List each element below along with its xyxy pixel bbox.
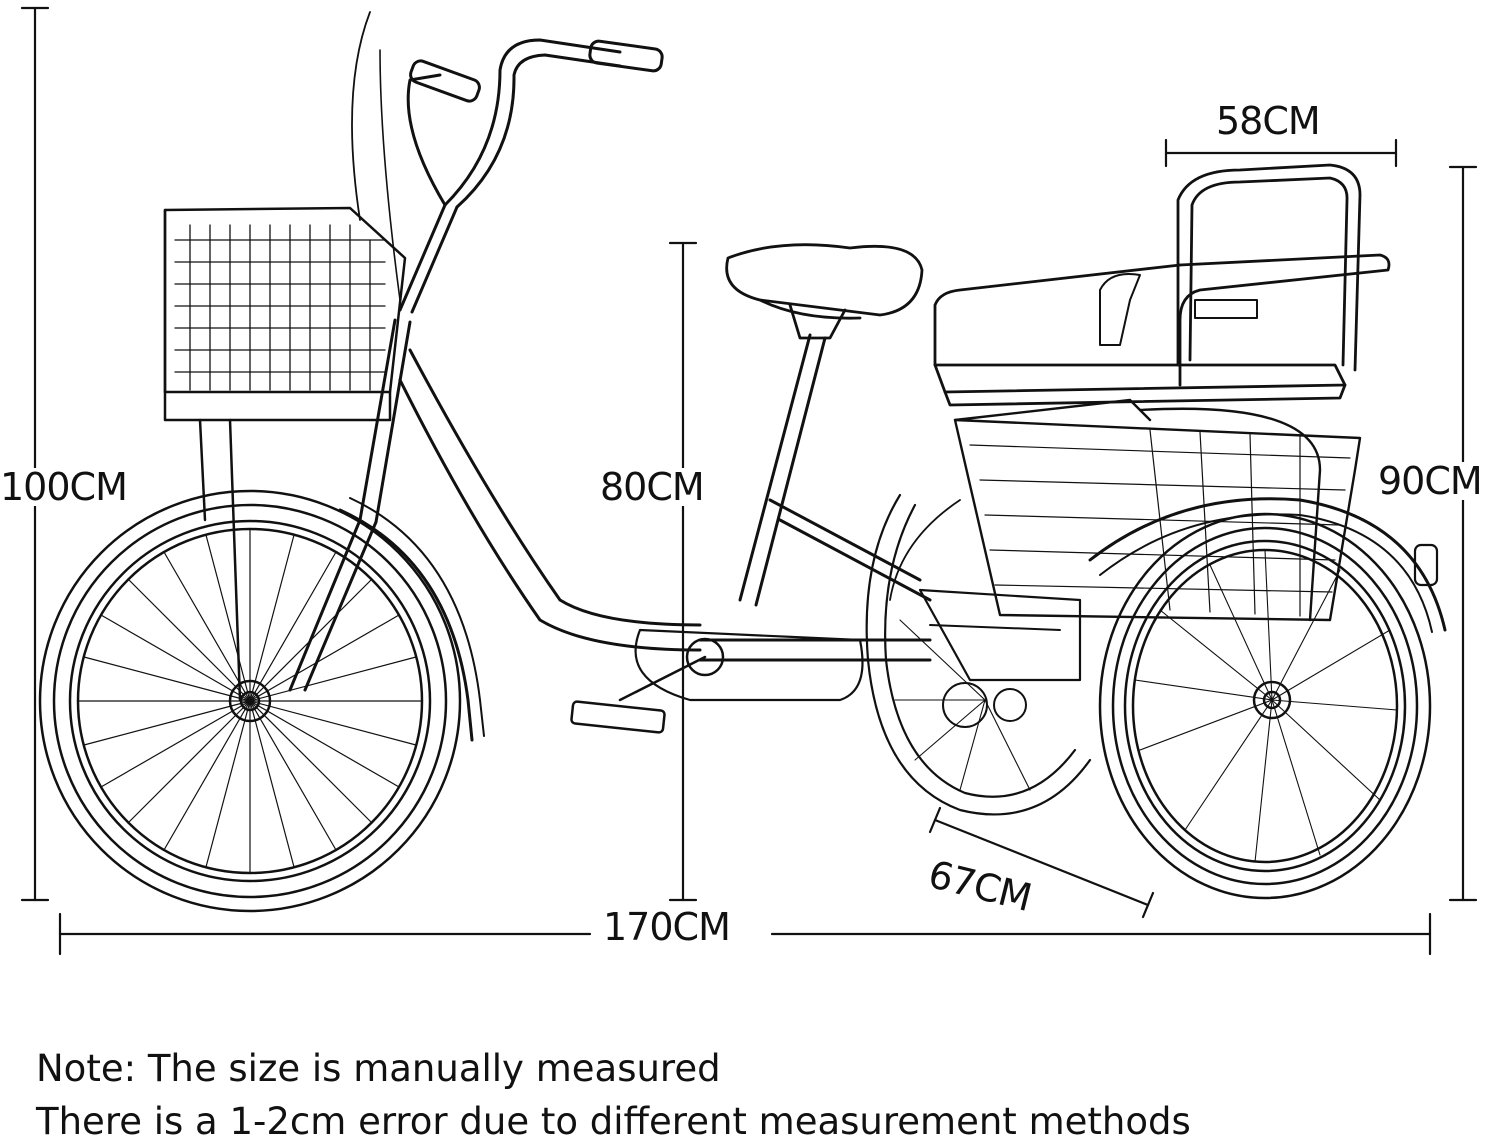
dim-line-rear-track [933,818,1150,907]
front-wheel [38,489,485,913]
front-basket [163,206,407,702]
seat-width-label: 58CM [1216,99,1321,143]
crank-pedal [570,637,725,734]
note-line-error: There is a 1-2cm error due to different … [36,1100,1191,1143]
rear-height-label: 90CM [1378,459,1483,503]
handlebar [351,11,664,314]
rear-passenger-seat [933,163,1391,407]
total-length-label: 170CM [603,905,731,949]
bicycle-frame [288,318,932,702]
saddle [725,243,924,340]
seat-height-label: 80CM [600,465,705,509]
rear-left-wheel [865,493,1092,816]
dimension-lines [20,6,1478,956]
rear-cargo-basket [918,398,1362,728]
note-line-measurement: Note: The size is manually measured [36,1047,721,1090]
total-height-label: 100CM [0,465,128,509]
